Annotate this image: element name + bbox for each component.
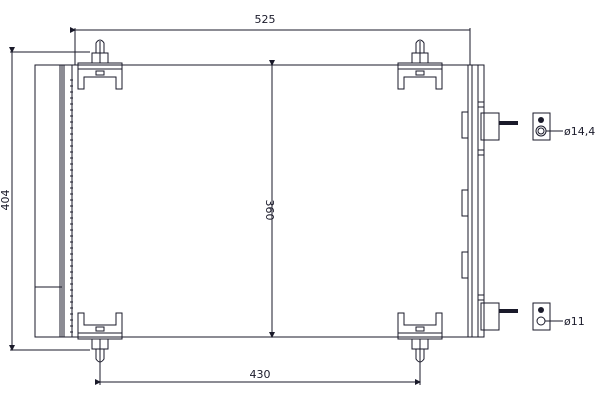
core: [35, 64, 470, 338]
right-tank: [461, 64, 485, 338]
fitting-lower: ø11: [480, 302, 585, 331]
left-tank: [34, 64, 73, 338]
fitting-upper: ø14,4: [480, 112, 595, 141]
dimension-label-mount-spacing: 430: [250, 368, 271, 381]
dimension-mount-spacing: 430: [95, 360, 421, 385]
fitting-label-upper: ø14,4: [564, 125, 595, 138]
dimension-core-height: 360: [263, 60, 276, 338]
fitting-label-lower: ø11: [564, 315, 585, 328]
fin-markers: [70, 79, 73, 333]
dimension-overall-width: 525: [70, 13, 471, 65]
dimension-label-width: 525: [255, 13, 276, 26]
dimension-label-core-height: 360: [263, 200, 276, 221]
dimension-label-height: 404: [0, 190, 12, 211]
dimension-overall-height: 404: [0, 47, 90, 351]
